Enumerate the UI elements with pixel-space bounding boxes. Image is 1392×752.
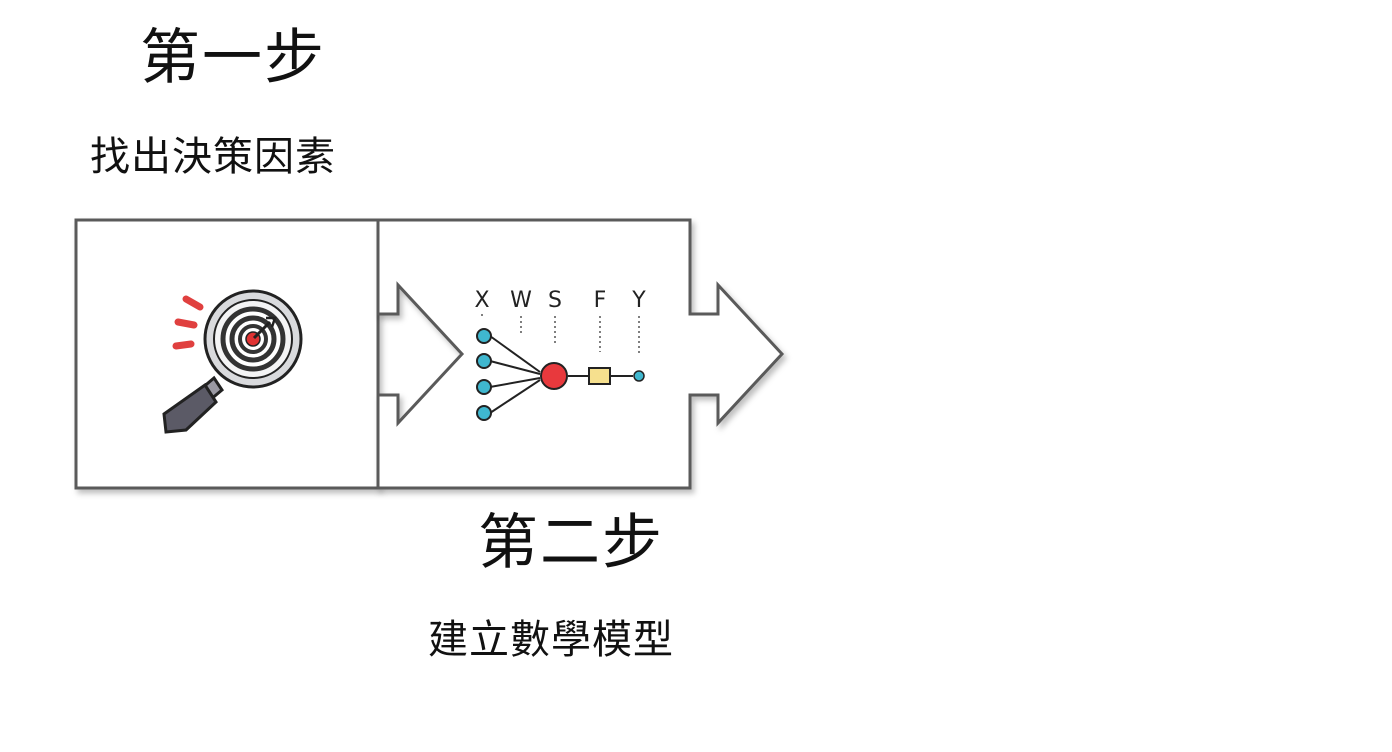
model-label-w: W — [510, 288, 532, 313]
model-label-y: Y — [631, 288, 646, 313]
step-2-title: 第二步 — [478, 508, 664, 578]
step-1-title: 第一步 — [140, 23, 326, 93]
model-label-s: S — [548, 288, 562, 313]
model-label-f: F — [594, 288, 607, 313]
step-2-subtitle: 建立數學模型 — [428, 617, 674, 663]
step-1-box — [74, 218, 380, 490]
step-2-arrow-box — [376, 218, 785, 490]
model-label-x: X — [474, 288, 489, 313]
model-network-icon: X W S F Y — [474, 288, 646, 421]
step-1-subtitle: 找出決策因素 — [90, 134, 336, 180]
magnifier-target-icon — [162, 289, 303, 434]
